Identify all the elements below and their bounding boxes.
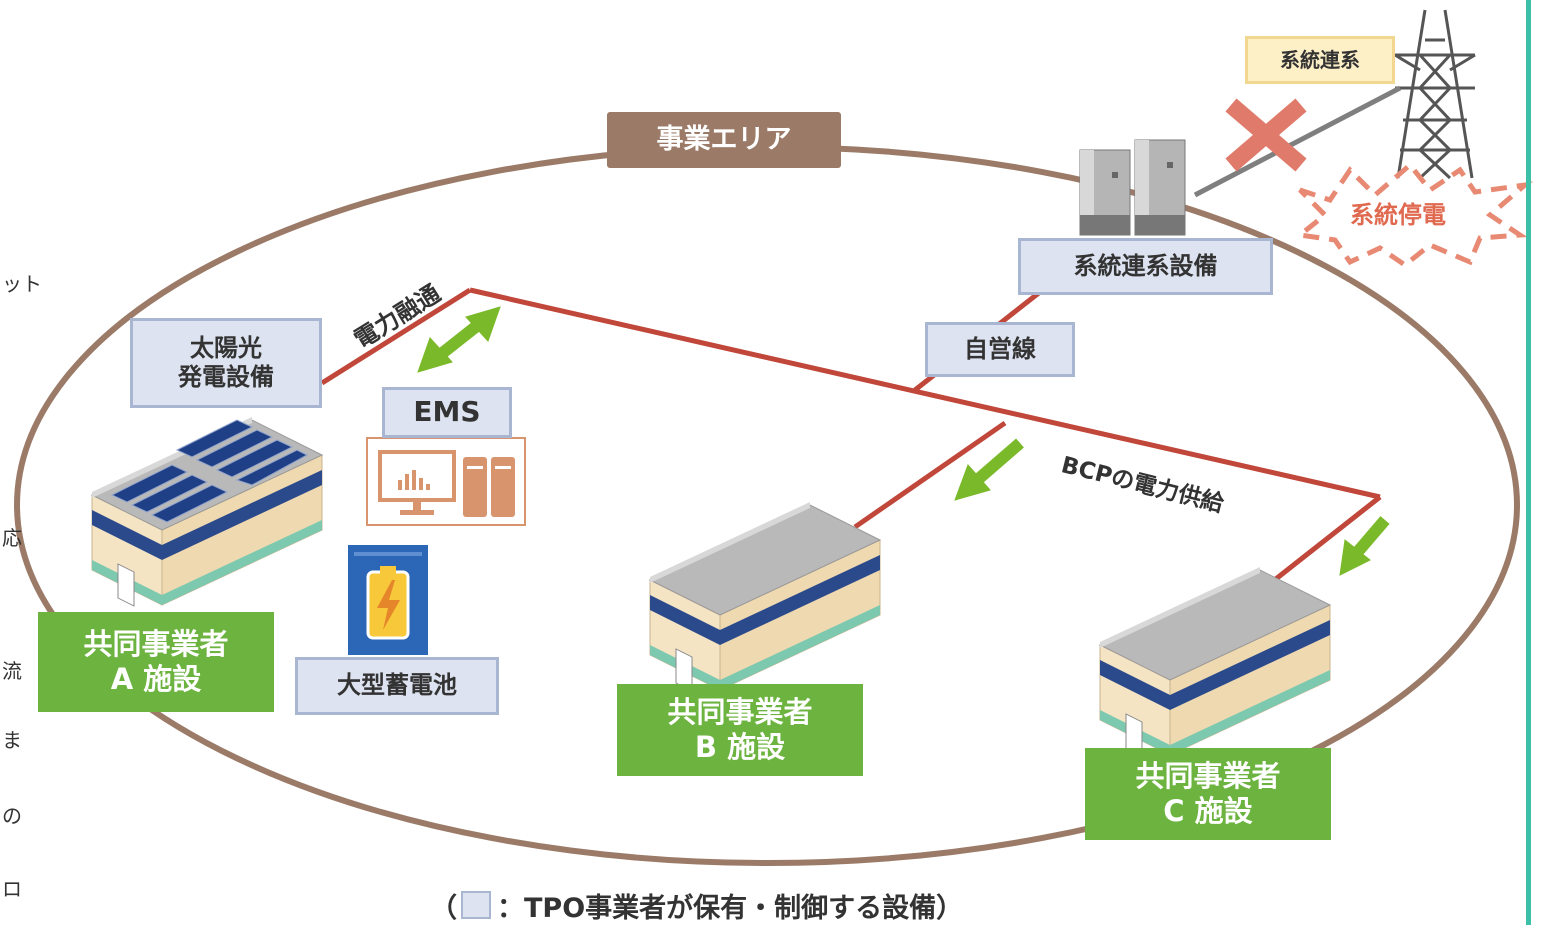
business-area-label: 事業エリア — [607, 112, 841, 168]
edge-text-3: 流 — [2, 659, 22, 683]
edge-text-1: ット — [2, 272, 42, 296]
page-right-border — [1526, 0, 1531, 925]
edge-text-4: ま — [2, 728, 22, 752]
solar-building-icon — [91, 416, 323, 607]
legend-swatch — [461, 891, 491, 919]
outage-burst-icon — [1293, 161, 1534, 269]
flow-arrows — [417, 306, 1390, 576]
solar-equipment-label: 太陽光 発電設備 — [130, 318, 322, 408]
edge-text-6: ロ — [2, 877, 22, 901]
facility-c-label: 共同事業者 C 施設 — [1085, 748, 1331, 840]
facility-a-line1: 共同事業者 — [83, 627, 229, 662]
battery-icon — [348, 545, 428, 655]
grid-outage-label: 系統停電 — [1350, 201, 1446, 229]
facility-b-label: 共同事業者 B 施設 — [617, 684, 863, 776]
facility-c-line1: 共同事業者 — [1135, 759, 1281, 794]
private-line-label: 自営線 — [925, 322, 1075, 377]
disconnect-cross-icon — [1225, 98, 1307, 172]
facility-a-label: 共同事業者 A 施設 — [38, 612, 274, 712]
solar-label-line1: 太陽光 — [190, 333, 262, 362]
facility-b-line2: B 施設 — [694, 730, 786, 764]
grid-connection-label: 系統連系 — [1245, 36, 1395, 84]
facility-c-line2: C 施設 — [1163, 794, 1253, 828]
server-cabinet-icon — [1079, 139, 1186, 236]
ems-label: EMS — [382, 387, 512, 438]
facility-a-line2: A 施設 — [110, 662, 202, 696]
building-b-icon — [649, 501, 881, 692]
edge-text-2: 応 — [2, 526, 22, 550]
transmission-tower-icon — [1394, 9, 1476, 180]
solar-label-line2: 発電設備 — [178, 363, 274, 391]
large-battery-label: 大型蓄電池 — [295, 657, 499, 715]
building-c-icon — [1099, 566, 1331, 757]
legend-text: ：TPO事業者が保有・制御する設備） — [497, 892, 964, 924]
facility-b-line1: 共同事業者 — [667, 695, 813, 730]
legend: （ ：TPO事業者が保有・制御する設備） — [430, 888, 1110, 924]
ems-monitor-icon — [366, 437, 526, 526]
grid-connection-line — [1193, 85, 1402, 198]
edge-text-5: の — [2, 804, 22, 828]
legend-open-paren: （ — [430, 892, 457, 924]
grid-equipment-label: 系統連系設備 — [1018, 238, 1273, 295]
